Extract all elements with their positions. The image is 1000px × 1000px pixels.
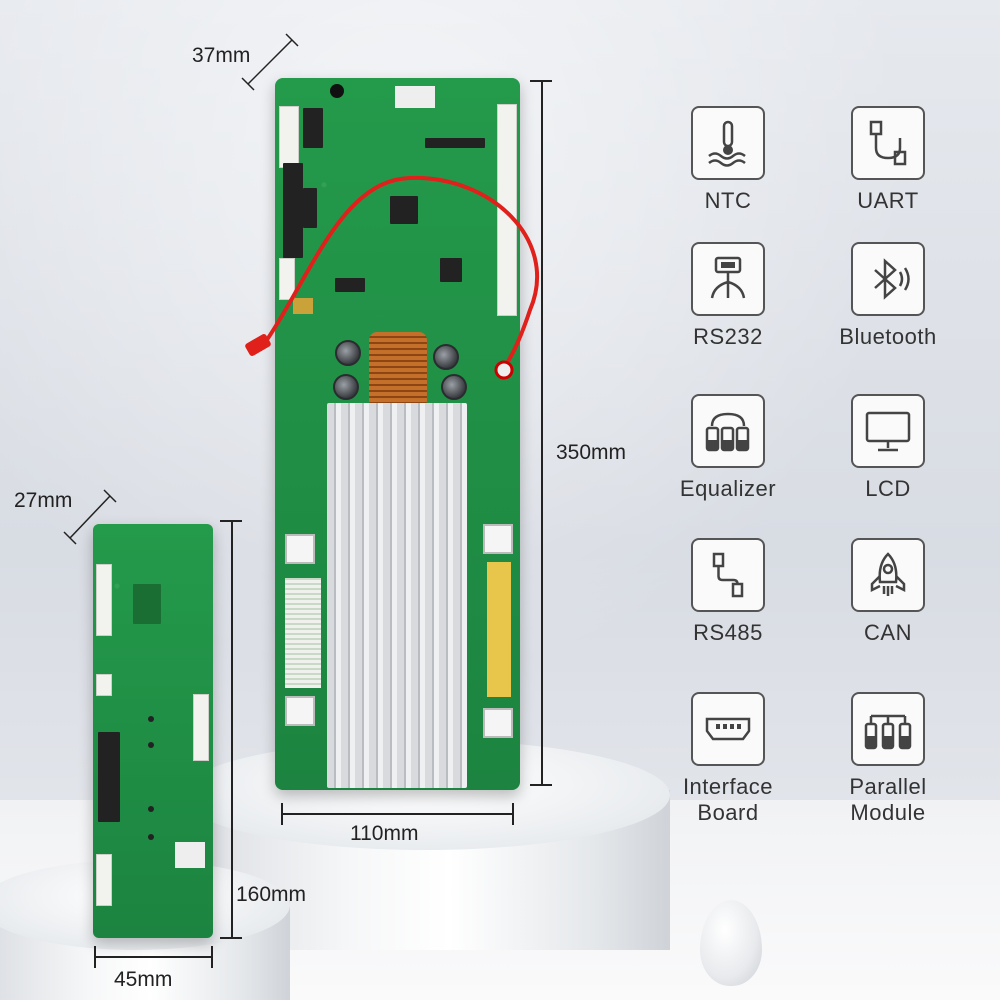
terminal-pad — [483, 524, 513, 554]
dim-sub-thickness: 27mm — [14, 489, 73, 512]
feature-label: Parallel Module — [849, 774, 927, 825]
led — [148, 834, 154, 840]
connector — [96, 564, 112, 636]
feature-uart: UART — [818, 106, 958, 214]
dim-tick — [512, 803, 514, 825]
feature-label: CAN — [864, 620, 912, 645]
feature-interface-board: Interface Board — [658, 692, 798, 826]
cable-icon — [851, 106, 925, 180]
capacitor — [333, 374, 359, 400]
feature-label: Equalizer — [679, 476, 777, 501]
dim-sub-width: 45mm — [114, 968, 173, 991]
dim-tick — [530, 784, 552, 786]
feature-bluetooth: Bluetooth — [818, 242, 958, 350]
led-row — [193, 694, 209, 761]
feature-label: RS232 — [693, 324, 763, 349]
dim-line-sub-thickness — [63, 489, 117, 545]
dim-line-main-thickness — [241, 33, 299, 91]
feature-rs485: RS485 — [658, 538, 798, 646]
interface-board — [93, 524, 213, 938]
led — [148, 742, 154, 748]
feature-label: RS485 — [693, 620, 763, 645]
feature-label: Bluetooth — [839, 324, 937, 349]
header-pin-block — [283, 163, 303, 258]
chip — [425, 138, 485, 148]
dim-sub-height: 160mm — [236, 883, 307, 906]
feature-label: LCD — [865, 476, 911, 501]
red-wire — [245, 175, 539, 380]
dim-line-main-width — [281, 813, 513, 815]
parallel-battery-icon — [851, 692, 925, 766]
dim-tick — [94, 946, 96, 968]
egg-ornament — [700, 900, 762, 986]
capacitor — [335, 340, 361, 366]
chip — [133, 584, 161, 624]
dim-main-width: 110mm — [350, 822, 419, 845]
led — [148, 716, 154, 722]
heatsink — [327, 403, 467, 788]
dim-tick — [220, 937, 242, 939]
led — [148, 806, 154, 812]
terminal-pad — [285, 534, 315, 564]
chip — [335, 278, 365, 292]
dim-tick — [530, 80, 552, 82]
dim-tick — [220, 520, 242, 522]
connector — [96, 674, 112, 696]
feature-lcd: LCD — [818, 394, 958, 502]
dim-line-main-height — [541, 80, 543, 785]
interface-port-icon — [691, 692, 765, 766]
dim-tick — [211, 946, 213, 968]
capacitor — [433, 344, 459, 370]
feature-label: UART — [857, 188, 919, 213]
qr-sticker — [175, 842, 205, 868]
buzzer — [330, 84, 344, 98]
feature-ntc: NTC — [658, 106, 798, 214]
inductor-coil — [369, 332, 427, 408]
mcu-chip — [390, 196, 418, 224]
dim-main-thickness: 37mm — [192, 44, 251, 67]
chip — [303, 188, 317, 228]
connector — [279, 258, 295, 300]
dim-main-height: 350mm — [556, 441, 627, 464]
main-bms-board — [275, 78, 520, 790]
connector — [279, 106, 299, 168]
transformer — [293, 298, 313, 314]
header-pin-block — [98, 732, 120, 822]
feature-label: NTC — [704, 188, 752, 213]
feature-can: CAN — [818, 538, 958, 646]
terminal-pad — [285, 696, 315, 726]
battery-cells-icon — [691, 394, 765, 468]
monitor-icon — [851, 394, 925, 468]
silkscreen-area — [285, 578, 321, 688]
rs485-cable-icon — [691, 538, 765, 612]
capacitor — [441, 374, 467, 400]
connector — [96, 854, 112, 906]
dim-line-sub-width — [94, 956, 212, 958]
thermometer-icon — [691, 106, 765, 180]
dim-line-sub-height — [231, 520, 233, 938]
feature-rs232: RS232 — [658, 242, 798, 350]
rs232-plug-icon — [691, 242, 765, 316]
qr-sticker — [395, 86, 435, 108]
bluetooth-icon — [851, 242, 925, 316]
rocket-icon — [851, 538, 925, 612]
chip — [303, 108, 323, 148]
dim-tick — [281, 803, 283, 825]
terminal-pad — [483, 708, 513, 738]
feature-label: Interface Board — [682, 774, 774, 825]
feature-equalizer: Equalizer — [658, 394, 798, 502]
feature-parallel-module: Parallel Module — [818, 692, 958, 826]
warning-label — [487, 562, 511, 697]
chip — [440, 258, 462, 282]
